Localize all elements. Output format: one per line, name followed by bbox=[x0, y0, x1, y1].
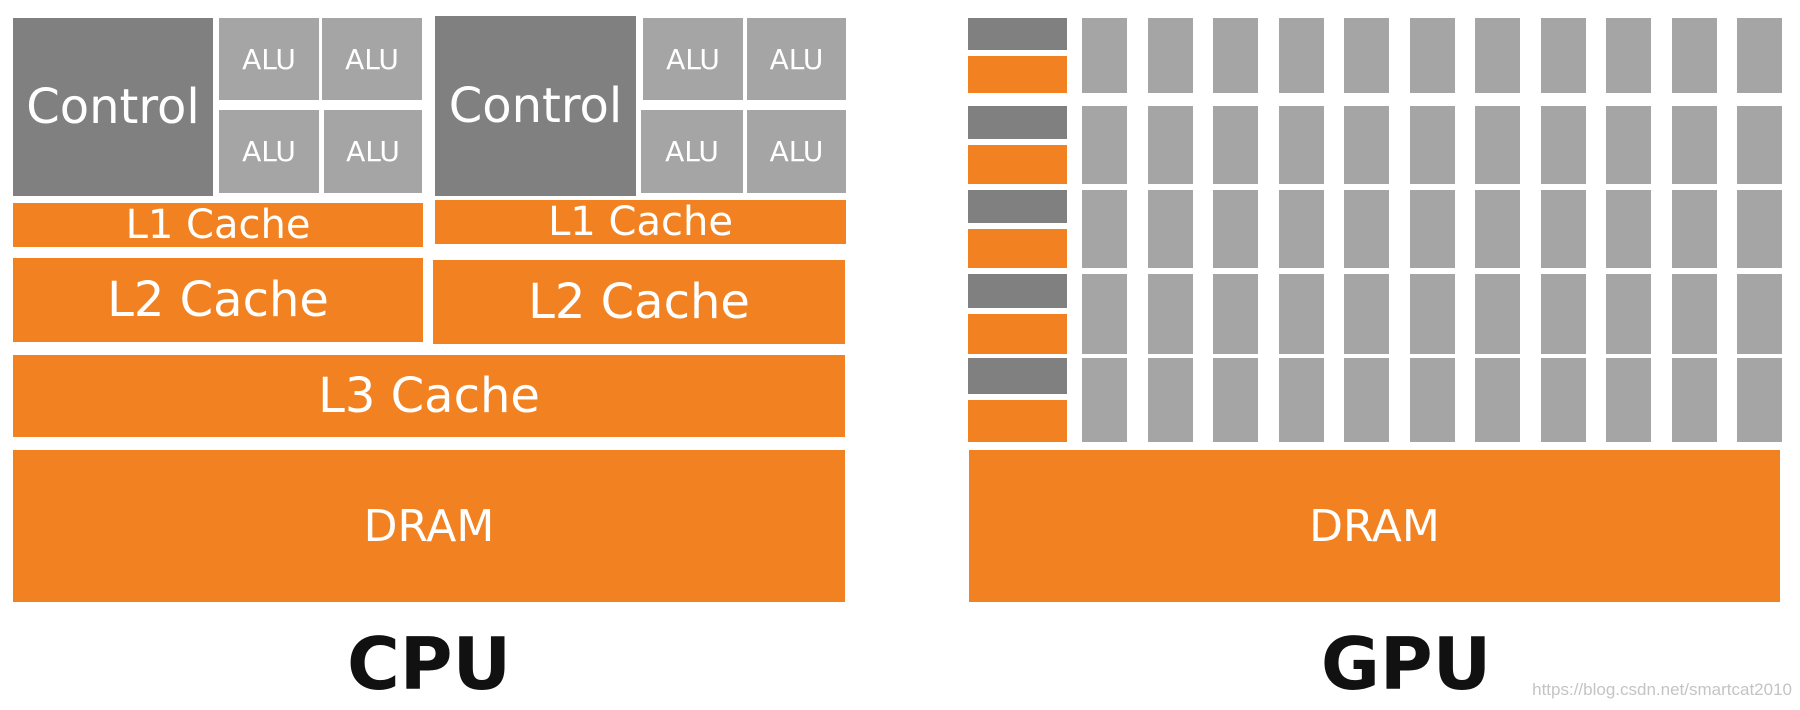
gpu-cache-unit bbox=[968, 145, 1067, 184]
gpu-alu bbox=[1410, 274, 1455, 354]
cpu-core-2-l1-cache: L1 Cache bbox=[435, 199, 846, 245]
gpu-alu bbox=[1541, 18, 1586, 93]
gpu-alu bbox=[1541, 106, 1586, 184]
gpu-alu bbox=[1213, 106, 1258, 184]
cpu-l3-cache: L3 Cache bbox=[13, 355, 845, 437]
gpu-alu bbox=[1672, 190, 1717, 268]
gpu-alu bbox=[1082, 106, 1127, 184]
gpu-alu bbox=[1606, 106, 1651, 184]
gpu-alu bbox=[1737, 274, 1782, 354]
gpu-cache-unit bbox=[968, 56, 1067, 93]
gpu-alu bbox=[1148, 274, 1193, 354]
gpu-control-unit bbox=[968, 190, 1067, 223]
gpu-alu bbox=[1737, 358, 1782, 442]
gpu-alu bbox=[1344, 358, 1389, 442]
gpu-cache-unit bbox=[968, 400, 1067, 442]
gpu-alu bbox=[1541, 358, 1586, 442]
cpu-core-2-alu: ALU bbox=[747, 110, 846, 193]
watermark: https://blog.csdn.net/smartcat2010 bbox=[1532, 680, 1792, 699]
cpu-core-1-alu: ALU bbox=[219, 110, 319, 193]
gpu-alu bbox=[1082, 358, 1127, 442]
cpu-core-2-control: Control bbox=[435, 16, 636, 196]
gpu-alu bbox=[1475, 358, 1520, 442]
gpu-alu bbox=[1541, 274, 1586, 354]
cpu-core-1-alu: ALU bbox=[324, 110, 422, 193]
cpu-core-1-control: Control bbox=[13, 18, 213, 196]
cpu-title: CPU bbox=[346, 622, 512, 706]
gpu-alu bbox=[1344, 18, 1389, 93]
gpu-alu bbox=[1672, 358, 1717, 442]
gpu-alu bbox=[1213, 274, 1258, 354]
gpu-alu bbox=[1672, 18, 1717, 93]
gpu-cache-unit bbox=[968, 229, 1067, 268]
gpu-alu bbox=[1410, 106, 1455, 184]
gpu-alu bbox=[1279, 274, 1324, 354]
gpu-alu bbox=[1082, 18, 1127, 93]
cpu-core-2-l2-cache: L2 Cache bbox=[433, 260, 845, 344]
gpu-alu bbox=[1475, 106, 1520, 184]
gpu-alu bbox=[1148, 190, 1193, 268]
gpu-alu bbox=[1541, 190, 1586, 268]
gpu-control-unit bbox=[968, 18, 1067, 50]
cpu-core-2-alu: ALU bbox=[641, 110, 743, 193]
gpu-alu bbox=[1213, 358, 1258, 442]
gpu-alu bbox=[1606, 18, 1651, 93]
cpu-core-1-alu: ALU bbox=[219, 18, 319, 100]
gpu-alu bbox=[1213, 18, 1258, 93]
gpu-alu bbox=[1606, 274, 1651, 354]
gpu-alu bbox=[1410, 18, 1455, 93]
gpu-alu bbox=[1148, 106, 1193, 184]
gpu-alu bbox=[1475, 274, 1520, 354]
gpu-alu bbox=[1737, 106, 1782, 184]
gpu-alu bbox=[1344, 106, 1389, 184]
gpu-control-unit bbox=[968, 106, 1067, 139]
gpu-alu bbox=[1082, 274, 1127, 354]
cpu-core-2-alu: ALU bbox=[747, 18, 846, 100]
cpu-core-1-alu: ALU bbox=[322, 18, 422, 100]
cpu-core-1-l2-cache: L2 Cache bbox=[13, 258, 423, 342]
gpu-alu bbox=[1410, 358, 1455, 442]
gpu-dram: DRAM bbox=[969, 450, 1780, 602]
gpu-alu bbox=[1606, 358, 1651, 442]
gpu-alu bbox=[1672, 274, 1717, 354]
gpu-alu bbox=[1213, 190, 1258, 268]
gpu-alu bbox=[1606, 190, 1651, 268]
gpu-cache-unit bbox=[968, 314, 1067, 354]
gpu-alu bbox=[1279, 106, 1324, 184]
gpu-alu bbox=[1737, 190, 1782, 268]
gpu-alu bbox=[1344, 190, 1389, 268]
cpu-core-1-l1-cache: L1 Cache bbox=[13, 202, 423, 248]
gpu-alu bbox=[1082, 190, 1127, 268]
gpu-alu bbox=[1737, 18, 1782, 93]
cpu-dram: DRAM bbox=[13, 450, 845, 602]
gpu-alu bbox=[1410, 190, 1455, 268]
gpu-alu bbox=[1148, 18, 1193, 93]
gpu-alu bbox=[1475, 18, 1520, 93]
gpu-alu bbox=[1279, 190, 1324, 268]
cpu-core-2-alu: ALU bbox=[643, 18, 743, 100]
gpu-alu bbox=[1475, 190, 1520, 268]
gpu-alu bbox=[1279, 18, 1324, 93]
gpu-alu bbox=[1344, 274, 1389, 354]
gpu-alu bbox=[1279, 358, 1324, 442]
gpu-alu bbox=[1672, 106, 1717, 184]
gpu-control-unit bbox=[968, 358, 1067, 394]
gpu-control-unit bbox=[968, 274, 1067, 308]
gpu-alu bbox=[1148, 358, 1193, 442]
gpu-title: GPU bbox=[1320, 622, 1492, 706]
